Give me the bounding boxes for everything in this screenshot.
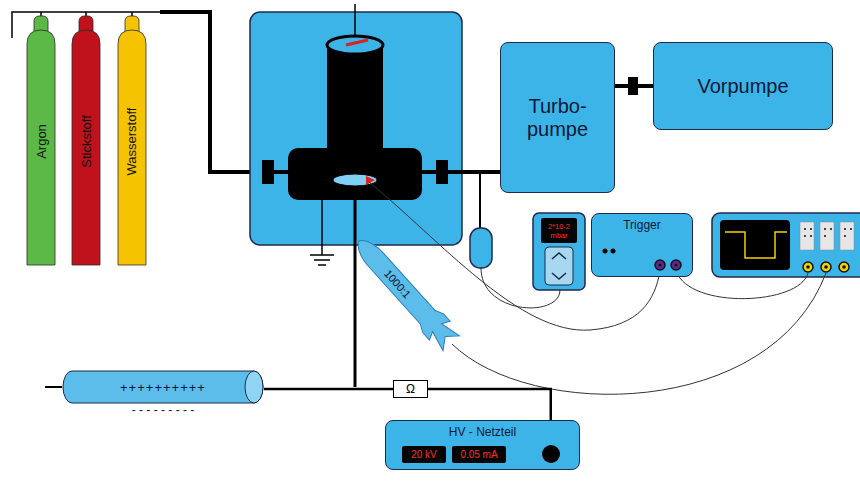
voltage-display: 20 kV	[402, 446, 446, 463]
node-label: 20 kV	[411, 449, 437, 461]
scope-panel	[840, 222, 854, 250]
node-label: - - - - - - - - -	[62, 404, 264, 417]
power-supply: HV - Netzteil 20 kV 0.05 mA	[385, 420, 580, 470]
oscilloscope	[712, 213, 860, 277]
gas-bottle: Argon	[26, 16, 56, 266]
scope-screen	[720, 220, 790, 270]
resistor-symbol: Ω	[393, 380, 428, 398]
node-label: 2*10-2 mbar	[543, 222, 575, 240]
anode-disc	[333, 174, 377, 186]
capacitor-lead	[45, 386, 62, 388]
gas-line	[160, 12, 262, 172]
probe-cable	[452, 273, 826, 394]
cylinder-top	[327, 36, 383, 54]
node-label: HV - Netzteil	[449, 425, 516, 439]
node-label: Stickstoff	[79, 115, 94, 168]
arrow-button	[552, 253, 566, 279]
ground-symbol	[310, 255, 334, 265]
wire-connector	[264, 388, 393, 391]
vacuum-pipe	[274, 170, 500, 174]
square-wave	[725, 232, 787, 258]
red-marker	[346, 40, 368, 45]
hv-wire	[354, 186, 357, 387]
scope-panel	[820, 222, 834, 250]
ground-wire	[321, 200, 323, 255]
scope-jack	[803, 262, 813, 272]
wire-connector	[615, 84, 653, 88]
gauge-sensor	[470, 228, 492, 268]
scope-jack	[839, 262, 849, 272]
node-label: Wasserstoff	[125, 107, 140, 175]
capacitor: ++++++++++- - - - - - - - -	[62, 370, 264, 404]
gas-bottle: Wasserstoff	[117, 16, 147, 266]
probe: 1000:1	[347, 230, 463, 354]
signal-cable	[676, 271, 808, 299]
wire-connector	[428, 389, 551, 420]
flange	[436, 160, 448, 184]
current-display: 0.05 mA	[452, 446, 506, 463]
pressure-display: 2*10-2 mbar	[541, 218, 577, 243]
jack-center	[842, 265, 846, 269]
panel-dots	[804, 229, 852, 236]
node-label: Ω	[406, 382, 415, 396]
jack-center	[806, 265, 810, 269]
node-label: Argon	[34, 124, 49, 159]
pump-box: Turbo- pumpe	[500, 42, 615, 193]
pump-box: Vorpumpe	[653, 42, 833, 130]
gauge-cable	[481, 268, 560, 308]
gauge-buttons	[545, 247, 573, 285]
gauge-pipe	[479, 172, 481, 228]
node-label: Vorpumpe	[697, 75, 788, 98]
gauge-controller	[533, 213, 585, 290]
node-label: Trigger	[623, 218, 661, 232]
node-label: 0.05 mA	[460, 449, 497, 461]
node-label: Turbo- pumpe	[518, 95, 598, 141]
cathode-cylinder	[327, 45, 383, 155]
flange	[262, 160, 274, 184]
node-label: ++++++++++	[120, 380, 206, 395]
gas-bottle: Stickstoff	[71, 16, 101, 266]
trigger-box: Trigger	[591, 213, 693, 277]
jack-center	[824, 265, 828, 269]
scope-jack	[821, 262, 831, 272]
